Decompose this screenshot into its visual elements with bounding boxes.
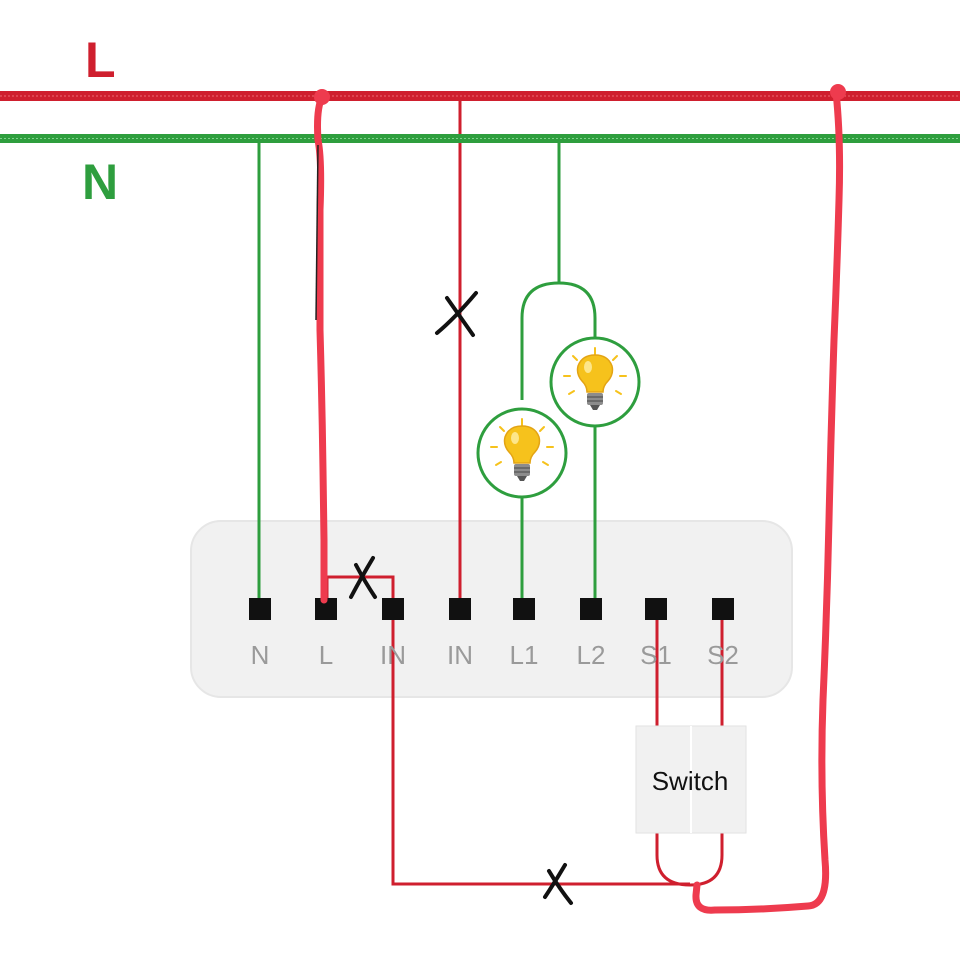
hand-drawn-wire-ends (314, 84, 846, 105)
lightbulb-icon (490, 418, 554, 481)
live-bus-label: L (85, 32, 116, 88)
terminal-in-2 (449, 598, 471, 620)
cross-mark-icon (349, 556, 377, 599)
terminal-label-in-1: IN (380, 640, 406, 670)
terminal-n (249, 598, 271, 620)
cross-mark-icon (543, 863, 573, 905)
terminal-in-1 (382, 598, 404, 620)
terminal-label-s2: S2 (707, 640, 739, 670)
terminal-label-s1: S1 (640, 640, 672, 670)
relay-module-body (190, 520, 793, 698)
hand-drawn-wire-live-to-l (314, 93, 328, 604)
terminal-label-l2: L2 (577, 640, 606, 670)
hand-drawn-wires (314, 88, 844, 914)
terminal-s1 (645, 598, 667, 620)
lightbulb-icon (563, 347, 627, 410)
terminal-label-n: N (251, 640, 270, 670)
neutral-bus-label: N (82, 154, 118, 210)
cross-mark-icon (435, 291, 478, 337)
terminal-labels: N L IN IN L1 L2 S1 S2 (251, 640, 739, 670)
switch-label: Switch (652, 766, 729, 796)
terminal-l1 (513, 598, 535, 620)
terminal-label-l1: L1 (510, 640, 539, 670)
terminal-label-in-2: IN (447, 640, 473, 670)
wire-lamp-loop (520, 281, 597, 400)
terminal-l (315, 598, 337, 620)
hand-drawn-wire-live-to-switch (692, 88, 844, 914)
lamp-2 (549, 336, 641, 428)
terminal-s2 (712, 598, 734, 620)
neutral-wires (257, 141, 597, 608)
terminals (249, 598, 734, 620)
cross-marks (349, 291, 573, 905)
terminal-label-l: L (319, 640, 333, 670)
switch: Switch (635, 725, 747, 834)
terminal-l2 (580, 598, 602, 620)
lamp-1 (476, 407, 568, 499)
wire-switch-loop (655, 825, 724, 887)
